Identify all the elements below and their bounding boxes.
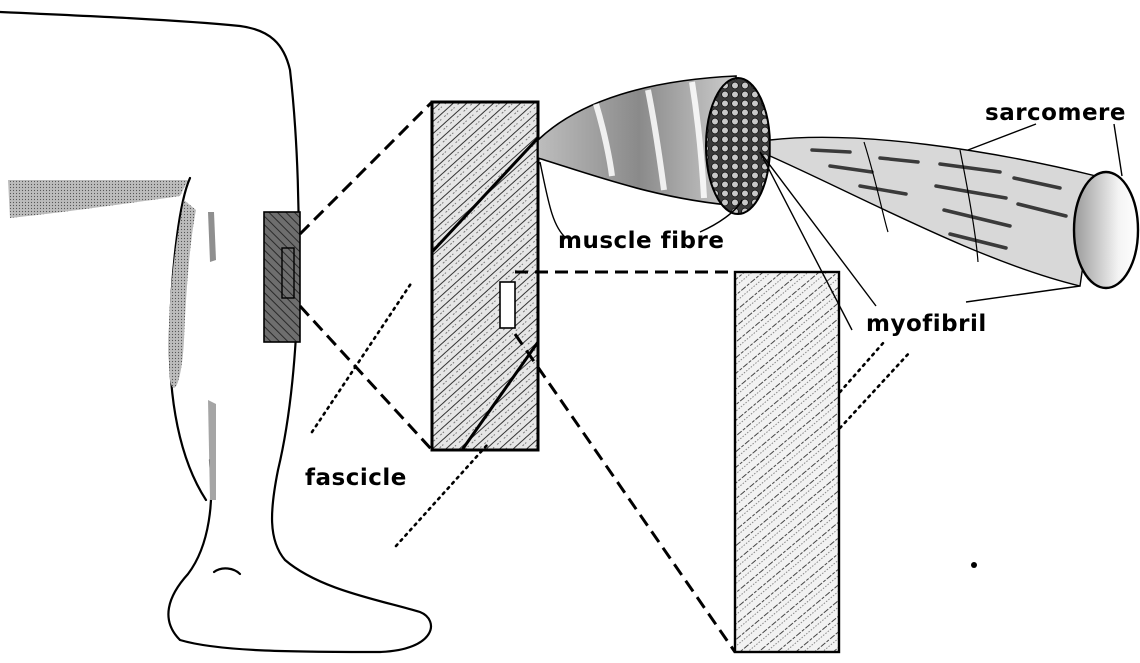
zoom-lines-fascicle-to-block: [515, 272, 735, 652]
enlarged-fibre-block: [735, 272, 839, 652]
myofibril: [770, 137, 1138, 288]
leg-outline: [0, 12, 431, 652]
fibre-cross-section: [706, 78, 770, 214]
muscle-fibre: [538, 76, 770, 214]
calf-shadow: [169, 200, 196, 388]
fascicle-block: [432, 102, 538, 450]
shin-shadow: [208, 212, 216, 262]
label-sarcomere: sarcomere: [985, 100, 1126, 126]
myofibril-end-cap: [1074, 172, 1138, 288]
ink-speck: [971, 562, 977, 568]
label-muscle-fibre: muscle fibre: [558, 228, 724, 254]
label-myofibril: myofibril: [866, 311, 987, 337]
ankle-shadow: [208, 400, 216, 500]
leg-sample-region: [264, 212, 300, 342]
thigh-shadow: [8, 180, 188, 218]
label-fascicle: fascicle: [305, 465, 407, 491]
zoom-lines-leg-to-fascicle: [300, 102, 432, 450]
